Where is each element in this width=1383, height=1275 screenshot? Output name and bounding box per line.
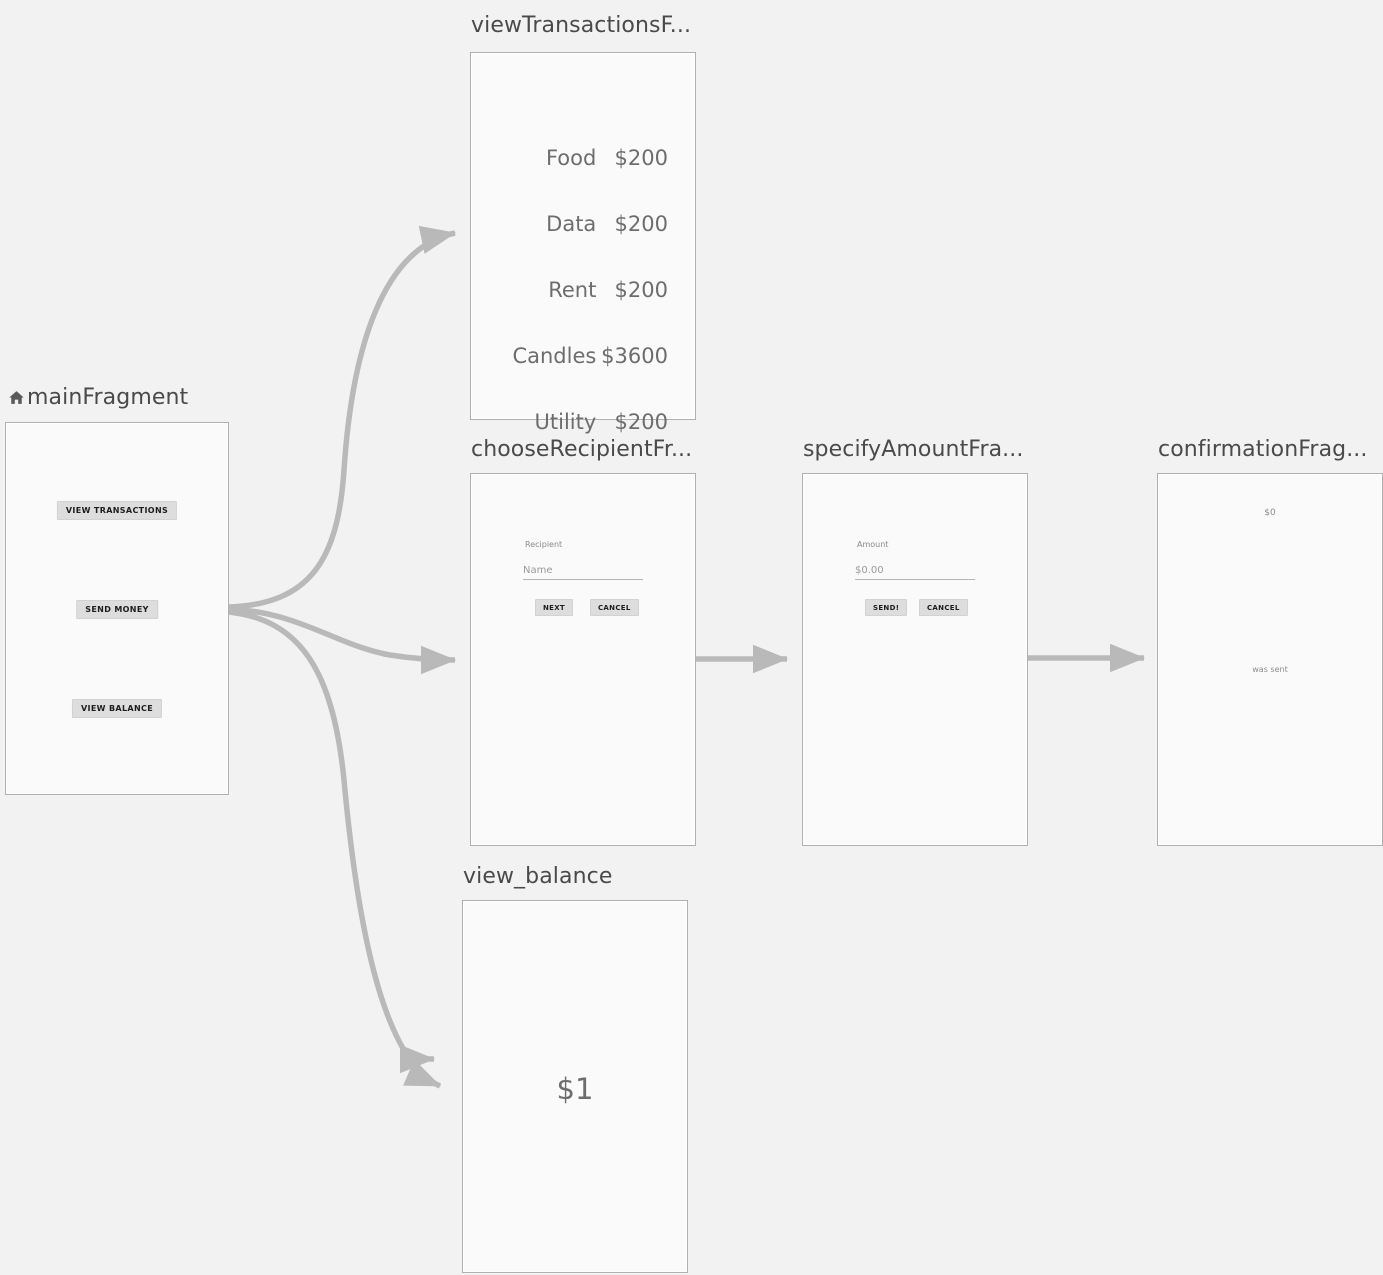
transaction-amount: $200 [614, 278, 668, 302]
transaction-amount: $200 [614, 410, 668, 434]
transaction-row: Utility $200 [472, 410, 694, 434]
recipient-input[interactable]: Name [523, 565, 643, 580]
confirmation-amount: $0 [1264, 508, 1276, 518]
next-button[interactable]: NEXT [535, 599, 574, 616]
destination-label-confirmation: confirmationFrag... [1158, 437, 1368, 462]
recipient-field-label: Recipient [525, 540, 563, 549]
edge-main-to-chooserecipient [228, 606, 457, 675]
destination-label-specifyamount: specifyAmountFra... [803, 437, 1024, 462]
transaction-row: Food $200 [472, 146, 694, 170]
transaction-name: Candles [512, 344, 597, 368]
edge-main-to-viewtransactions [228, 225, 457, 610]
transaction-row: Rent $200 [472, 278, 694, 302]
destination-card-specifyamount[interactable]: Amount $0.00 SEND! CANCEL [802, 473, 1028, 846]
destination-card-chooserecipient[interactable]: Recipient Name NEXT CANCEL [470, 473, 696, 846]
transaction-row: Candles $3600 [472, 344, 694, 368]
transaction-amount: $3600 [601, 344, 668, 368]
transaction-name: Food [545, 146, 597, 170]
destination-card-viewbalance[interactable]: $1 [462, 900, 688, 1273]
edge-main-to-viewbalance [228, 609, 442, 1089]
destination-label-viewtransactions: viewTransactionsF... [471, 13, 692, 38]
transaction-name: Utility [534, 410, 597, 434]
cancel-button[interactable]: CANCEL [919, 599, 968, 616]
destination-label-chooserecipient: chooseRecipientFr... [471, 437, 693, 462]
transaction-amount: $200 [614, 212, 668, 236]
destination-label-mainfragment: mainFragment [8, 385, 188, 412]
amount-input[interactable]: $0.00 [855, 565, 975, 580]
destination-label-viewbalance: view_balance [463, 864, 613, 889]
transaction-name: Data [546, 212, 597, 236]
destination-label-text: mainFragment [27, 385, 189, 410]
confirmation-message: was sent [1252, 665, 1288, 674]
amount-field-label: Amount [857, 540, 889, 549]
destination-card-confirmation[interactable]: $0 was sent [1157, 473, 1383, 846]
view-balance-button[interactable]: VIEW BALANCE [71, 699, 163, 718]
transaction-amount: $200 [614, 146, 668, 170]
home-icon [8, 387, 25, 412]
destination-card-mainfragment[interactable]: VIEW TRANSACTIONS SEND MONEY VIEW BALANC… [5, 422, 229, 795]
transaction-name: Rent [548, 278, 597, 302]
transaction-row: Data $200 [472, 212, 694, 236]
send-button[interactable]: SEND! [865, 599, 908, 616]
send-money-button[interactable]: SEND MONEY [76, 600, 158, 619]
cancel-button[interactable]: CANCEL [590, 599, 639, 616]
view-transactions-button[interactable]: VIEW TRANSACTIONS [56, 501, 178, 520]
destination-card-viewtransactions[interactable]: Food $200 Data $200 Rent $200 Candles $3… [470, 52, 696, 434]
balance-amount: $1 [556, 1072, 594, 1106]
